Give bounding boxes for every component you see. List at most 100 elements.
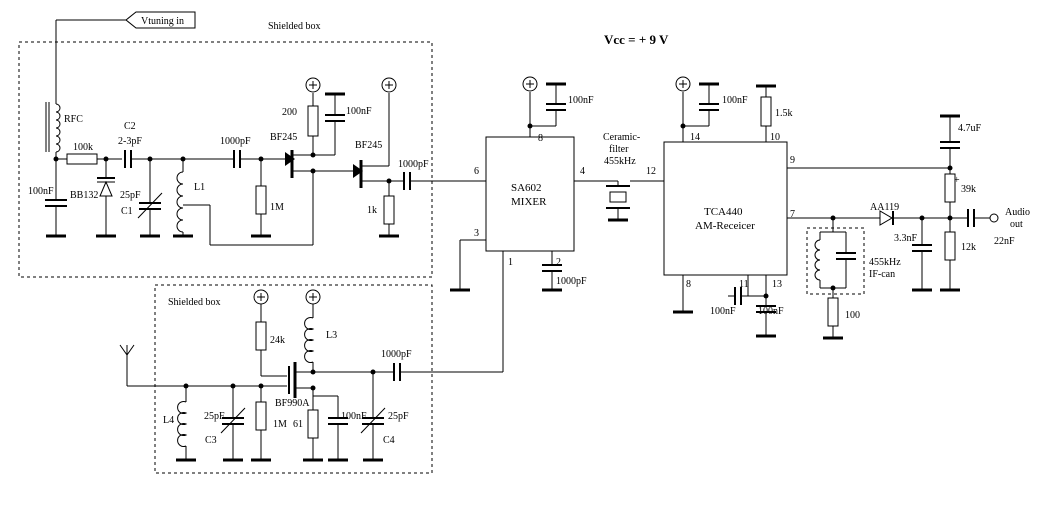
resistor-39k: 39k (944, 173, 976, 203)
svg-text:100: 100 (845, 310, 860, 321)
ceramic-filter-455khz: Ceramic- filter 455kHz (603, 132, 640, 222)
svg-text:100k: 100k (73, 142, 93, 153)
svg-text:L4: L4 (163, 415, 174, 426)
svg-text:MIXER: MIXER (511, 196, 547, 208)
svg-text:4.7uF: 4.7uF (958, 123, 982, 134)
svg-text:3.3nF: 3.3nF (894, 233, 918, 244)
capacitor-1000pf-gate: 1000pF (210, 136, 251, 168)
audio-out-label-2: out (1010, 219, 1023, 230)
svg-text:filter: filter (609, 144, 629, 155)
svg-text:BB132: BB132 (70, 190, 98, 201)
shielded-box-bottom-label: Shielded box (168, 297, 221, 308)
capacitor-3-3nf: 3.3nF (894, 218, 932, 292)
supply-plus-icon (305, 77, 321, 93)
svg-text:C2: C2 (124, 121, 136, 132)
svg-text:Ceramic-: Ceramic- (603, 132, 640, 143)
varicap-bb132: BB132 (70, 159, 116, 238)
resistor-1k: 1k (367, 195, 395, 225)
jfet-bf245-buffer: BF245 (353, 140, 389, 188)
ic-tca440-am-receiver: TCA440 AM-Receicer 12 14 10 9 7 8 11 13 (646, 132, 795, 290)
resistor-100k: 100k (66, 142, 98, 165)
svg-text:22nF: 22nF (994, 236, 1015, 247)
mixer-pin-8: 8 (538, 133, 543, 144)
svg-text:100nF: 100nF (341, 411, 367, 422)
svg-text:BF245: BF245 (355, 140, 382, 151)
mixer-pin-6: 6 (474, 166, 479, 177)
svg-text:1M: 1M (270, 202, 284, 213)
resistor-100-ifcan: 100 (827, 297, 860, 327)
diode-aa119: AA119 (870, 202, 899, 226)
svg-text:25pF: 25pF (388, 411, 409, 422)
if-can-box (806, 227, 865, 295)
resistor-1-5k: 1.5k (760, 96, 793, 127)
capacitor-1000pf-rf-out: 1000pF (381, 349, 412, 381)
svg-text:100nF: 100nF (568, 95, 594, 106)
svg-text:IF-can: IF-can (869, 269, 895, 280)
supply-plus-icon (675, 76, 691, 92)
am-pin-13: 13 (772, 279, 782, 290)
capacitor-1000pf-osc-out: 1000pF (398, 159, 429, 190)
shielded-box-bottom (154, 284, 433, 474)
capacitor-100nf-source: 100nF (328, 396, 367, 462)
resistor-12k: 12k (944, 231, 976, 261)
svg-text:12k: 12k (961, 242, 976, 253)
capacitor-4-7uf: 4.7uF + (940, 114, 982, 186)
mixer-pin-3: 3 (474, 228, 479, 239)
svg-text:C4: C4 (383, 435, 395, 446)
svg-text:BF245: BF245 (270, 132, 297, 143)
svg-text:25pF: 25pF (204, 411, 225, 422)
am-pin-9: 9 (790, 155, 795, 166)
svg-text:24k: 24k (270, 335, 285, 346)
am-pin-11: 11 (739, 279, 749, 290)
audio-out-label-1: Audio (1005, 207, 1030, 218)
svg-text:RFC: RFC (64, 114, 83, 125)
inductor-l4: L4 (163, 386, 196, 462)
rfc-choke: RFC (45, 102, 83, 159)
svg-text:2-3pF: 2-3pF (118, 136, 142, 147)
audio-out-terminal (989, 213, 999, 223)
svg-text:1k: 1k (367, 205, 377, 216)
shielded-box-top (18, 41, 433, 278)
svg-text:100nF: 100nF (28, 186, 54, 197)
shielded-box-top-label: Shielded box (268, 21, 321, 32)
svg-text:C1: C1 (121, 206, 133, 217)
am-pin-10: 10 (770, 132, 780, 143)
supply-plus-icon (305, 289, 321, 305)
if-can-transformer: 455kHz IF-can (814, 232, 901, 289)
svg-text:C3: C3 (205, 435, 217, 446)
trimmer-capacitor-c3: 25pF C3 (204, 386, 246, 462)
am-pin-8: 8 (686, 279, 691, 290)
svg-text:AM-Receicer: AM-Receicer (695, 220, 755, 232)
svg-text:TCA440: TCA440 (704, 206, 743, 218)
capacitor-1000pf-mixer-pin2: 1000pF (542, 264, 587, 292)
resistor-1m-rf: 1M (251, 386, 287, 462)
trimmer-capacitor-c4: 25pF C4 (360, 372, 409, 462)
capacitor-100nf-decoupling: 100nF (28, 159, 67, 238)
capacitor-100nf-pin11: 100nF (710, 287, 742, 317)
inductor-l3: L3 (304, 317, 337, 363)
antenna-icon (119, 344, 135, 386)
svg-text:25pF: 25pF (120, 190, 141, 201)
capacitor-100nf-drain: 100nF (325, 92, 372, 122)
resistor-1m-gate: 1M (251, 159, 284, 238)
mosfet-bf990a: BF990A (275, 362, 313, 409)
mixer-pin-1: 1 (508, 257, 513, 268)
svg-text:1000pF: 1000pF (398, 159, 429, 170)
svg-text:1.5k: 1.5k (775, 108, 793, 119)
am-pin-7: 7 (790, 209, 795, 220)
resistor-61: 61 (293, 409, 319, 439)
trimmer-capacitor-c1: 25pF C1 (120, 159, 163, 238)
svg-text:1M: 1M (273, 419, 287, 430)
svg-text:100nF: 100nF (758, 306, 784, 317)
svg-text:BF990A: BF990A (275, 398, 310, 409)
capacitor-100nf-mixer: 100nF (546, 82, 594, 126)
ic-sa602-mixer: SA602 MIXER 6 3 4 8 1 2 (474, 133, 585, 268)
svg-text:100nF: 100nF (722, 95, 748, 106)
capacitor-100nf-pin13: 100nF (756, 305, 784, 338)
svg-text:100nF: 100nF (710, 306, 736, 317)
svg-text:100nF: 100nF (346, 106, 372, 117)
mixer-pin-4: 4 (580, 166, 585, 177)
mixer-pin-2: 2 (556, 257, 561, 268)
am-pin-12: 12 (646, 166, 656, 177)
